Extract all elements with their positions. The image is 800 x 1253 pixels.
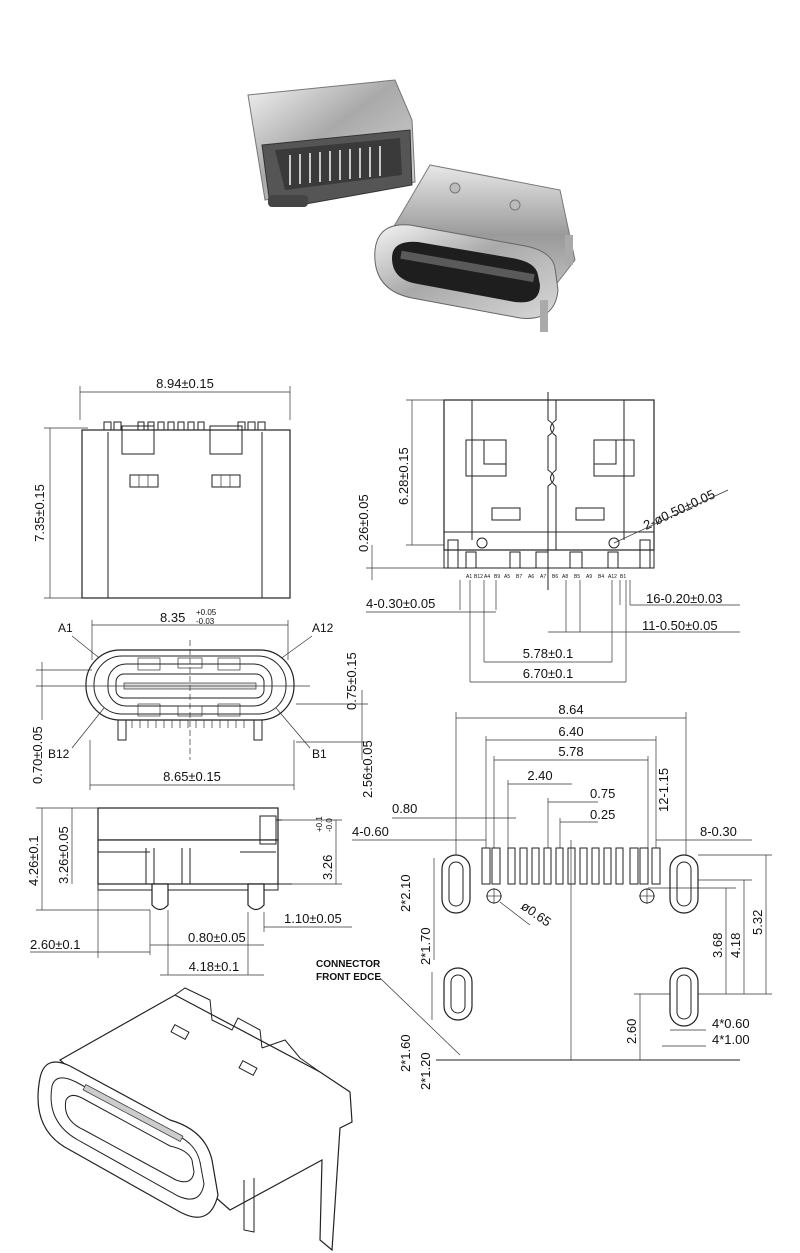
signal-pins-b-dim: 11-0.50±0.05	[642, 618, 718, 633]
front-edge-label-2: FRONT EDCE	[316, 972, 381, 983]
connector-front-view	[374, 164, 576, 332]
pin-b12-label: B12	[48, 747, 70, 761]
pin-label-2: A4	[484, 574, 490, 580]
footprint-dim-418: 4.18	[728, 933, 743, 958]
pin-label-7: A7	[540, 574, 546, 580]
footprint-slot-width-dim: 0.80	[392, 801, 417, 816]
body-width-dim: 8.65±0.15	[163, 769, 221, 784]
right-tol-upper: +0.1	[315, 816, 324, 832]
outer-span-dim: 6.70±0.1	[523, 666, 574, 681]
total-height-dim: 4.26±0.1	[26, 835, 41, 886]
pin-label-6: A6	[528, 574, 534, 580]
top-width-dim: 8.94±0.15	[156, 376, 214, 391]
footprint-hole-dia-dim: ø0.65	[518, 898, 554, 929]
leg-span-dim: 4.18±0.1	[189, 959, 240, 974]
left-offset-dim: 0.70±0.05	[30, 726, 45, 784]
bottom-view: A1 B12 A4 B9 A5 B7 A6 A7 B6 A8 B5 A9 B4 …	[356, 392, 740, 683]
footprint-slot-h2-dim: 2*1.70	[418, 927, 433, 965]
footprint-dim-368: 3.68	[710, 933, 725, 958]
footprint-pitch-a-dim: 2.40	[527, 768, 552, 783]
isometric-view	[37, 987, 353, 1252]
footprint-slot-w1-dim: 4*0.60	[712, 1016, 750, 1031]
tail-offset-dim: 2.60±0.1	[30, 937, 81, 952]
footprint-right-pads-dim: 8-0.30	[700, 824, 737, 839]
opening-tol-lower: -0.03	[196, 617, 215, 626]
pin-label-11: A9	[586, 574, 592, 580]
footprint-dim-532: 5.32	[750, 910, 765, 935]
footprint-overall-dim: 8.64	[558, 702, 583, 717]
front-edge-label-1: CONNECTOR	[316, 959, 381, 970]
product-photo	[247, 79, 576, 332]
footprint-pitch-b-dim: 0.75	[590, 786, 615, 801]
pin-a1-label: A1	[58, 621, 73, 635]
bottom-body-height-dim: 6.28±0.15	[396, 447, 411, 505]
footprint-slot-w2-dim: 4*1.00	[712, 1032, 750, 1047]
side-view: 4.26±0.1 3.26±0.05 3.26 +0.1 -0.0 1.10±0…	[26, 807, 352, 976]
pin-a12-label: A12	[312, 621, 334, 635]
leg-thickness-dim: 0.80±0.05	[188, 930, 246, 945]
pin-label-9: A8	[562, 574, 568, 580]
signal-pins-a-dim: 16-0.20±0.03	[646, 591, 723, 606]
footprint-dim-260: 2.60	[624, 1019, 639, 1044]
right-height-dim: 3.26	[320, 855, 335, 880]
right-tol-lower: -0.0	[325, 818, 334, 832]
leg-width-dim: 1.10±0.05	[284, 911, 342, 926]
pin-b1-label: B1	[312, 747, 327, 761]
body-height-dim: 2.56±0.05	[360, 740, 375, 798]
pin-label-14: B1	[620, 574, 626, 580]
side-body-height-dim: 3.26±0.05	[56, 826, 71, 884]
pcb-footprint: 8.64 6.40 5.78 2.40 0.75 0.25 12-1.15 0.…	[316, 702, 772, 1090]
footprint-pad-count-dim: 12-1.15	[656, 768, 671, 812]
footprint-pitch-c-dim: 0.25	[590, 807, 615, 822]
pin-label-13: A12	[608, 574, 617, 580]
opening-width-dim: 8.35	[160, 610, 185, 625]
footprint-inner-pads-dim: 5.78	[558, 744, 583, 759]
top-view: 8.94±0.15 7.35±0.15	[32, 376, 291, 599]
footprint-left-pads-dim: 4-0.60	[352, 824, 389, 839]
pin-label-8: B6	[552, 574, 558, 580]
pin-label-1: B12	[474, 574, 483, 580]
inner-span-dim: 5.78±0.1	[523, 646, 574, 661]
right-offset-dim: 0.75±0.15	[344, 652, 359, 710]
top-height-dim: 7.35±0.15	[32, 484, 47, 542]
front-view: 8.35 +0.05 -0.03 A1 A12	[30, 608, 375, 798]
connector-rear-view	[247, 79, 416, 207]
footprint-slot-h1-dim: 2*2.10	[398, 874, 413, 912]
pin-label-4: A5	[504, 574, 510, 580]
pin-label-5: B7	[516, 574, 522, 580]
footprint-slot-lower-2-dim: 2*1.20	[418, 1052, 433, 1090]
pin-label-row: A1 B12 A4 B9 A5 B7 A6 A7 B6 A8 B5 A9 B4 …	[466, 574, 626, 580]
pin-label-12: B4	[598, 574, 604, 580]
footprint-outer-pads-dim: 6.40	[558, 724, 583, 739]
pin-label-3: B9	[494, 574, 500, 580]
left-pins-dim: 4-0.30±0.05	[366, 596, 435, 611]
pin-label-0: A1	[466, 574, 472, 580]
opening-tol-upper: +0.05	[196, 608, 217, 617]
bottom-lower-height-dim: 0.26±0.05	[356, 494, 371, 552]
pin-label-10: B5	[574, 574, 580, 580]
footprint-slot-lower-1-dim: 2*1.60	[398, 1034, 413, 1072]
